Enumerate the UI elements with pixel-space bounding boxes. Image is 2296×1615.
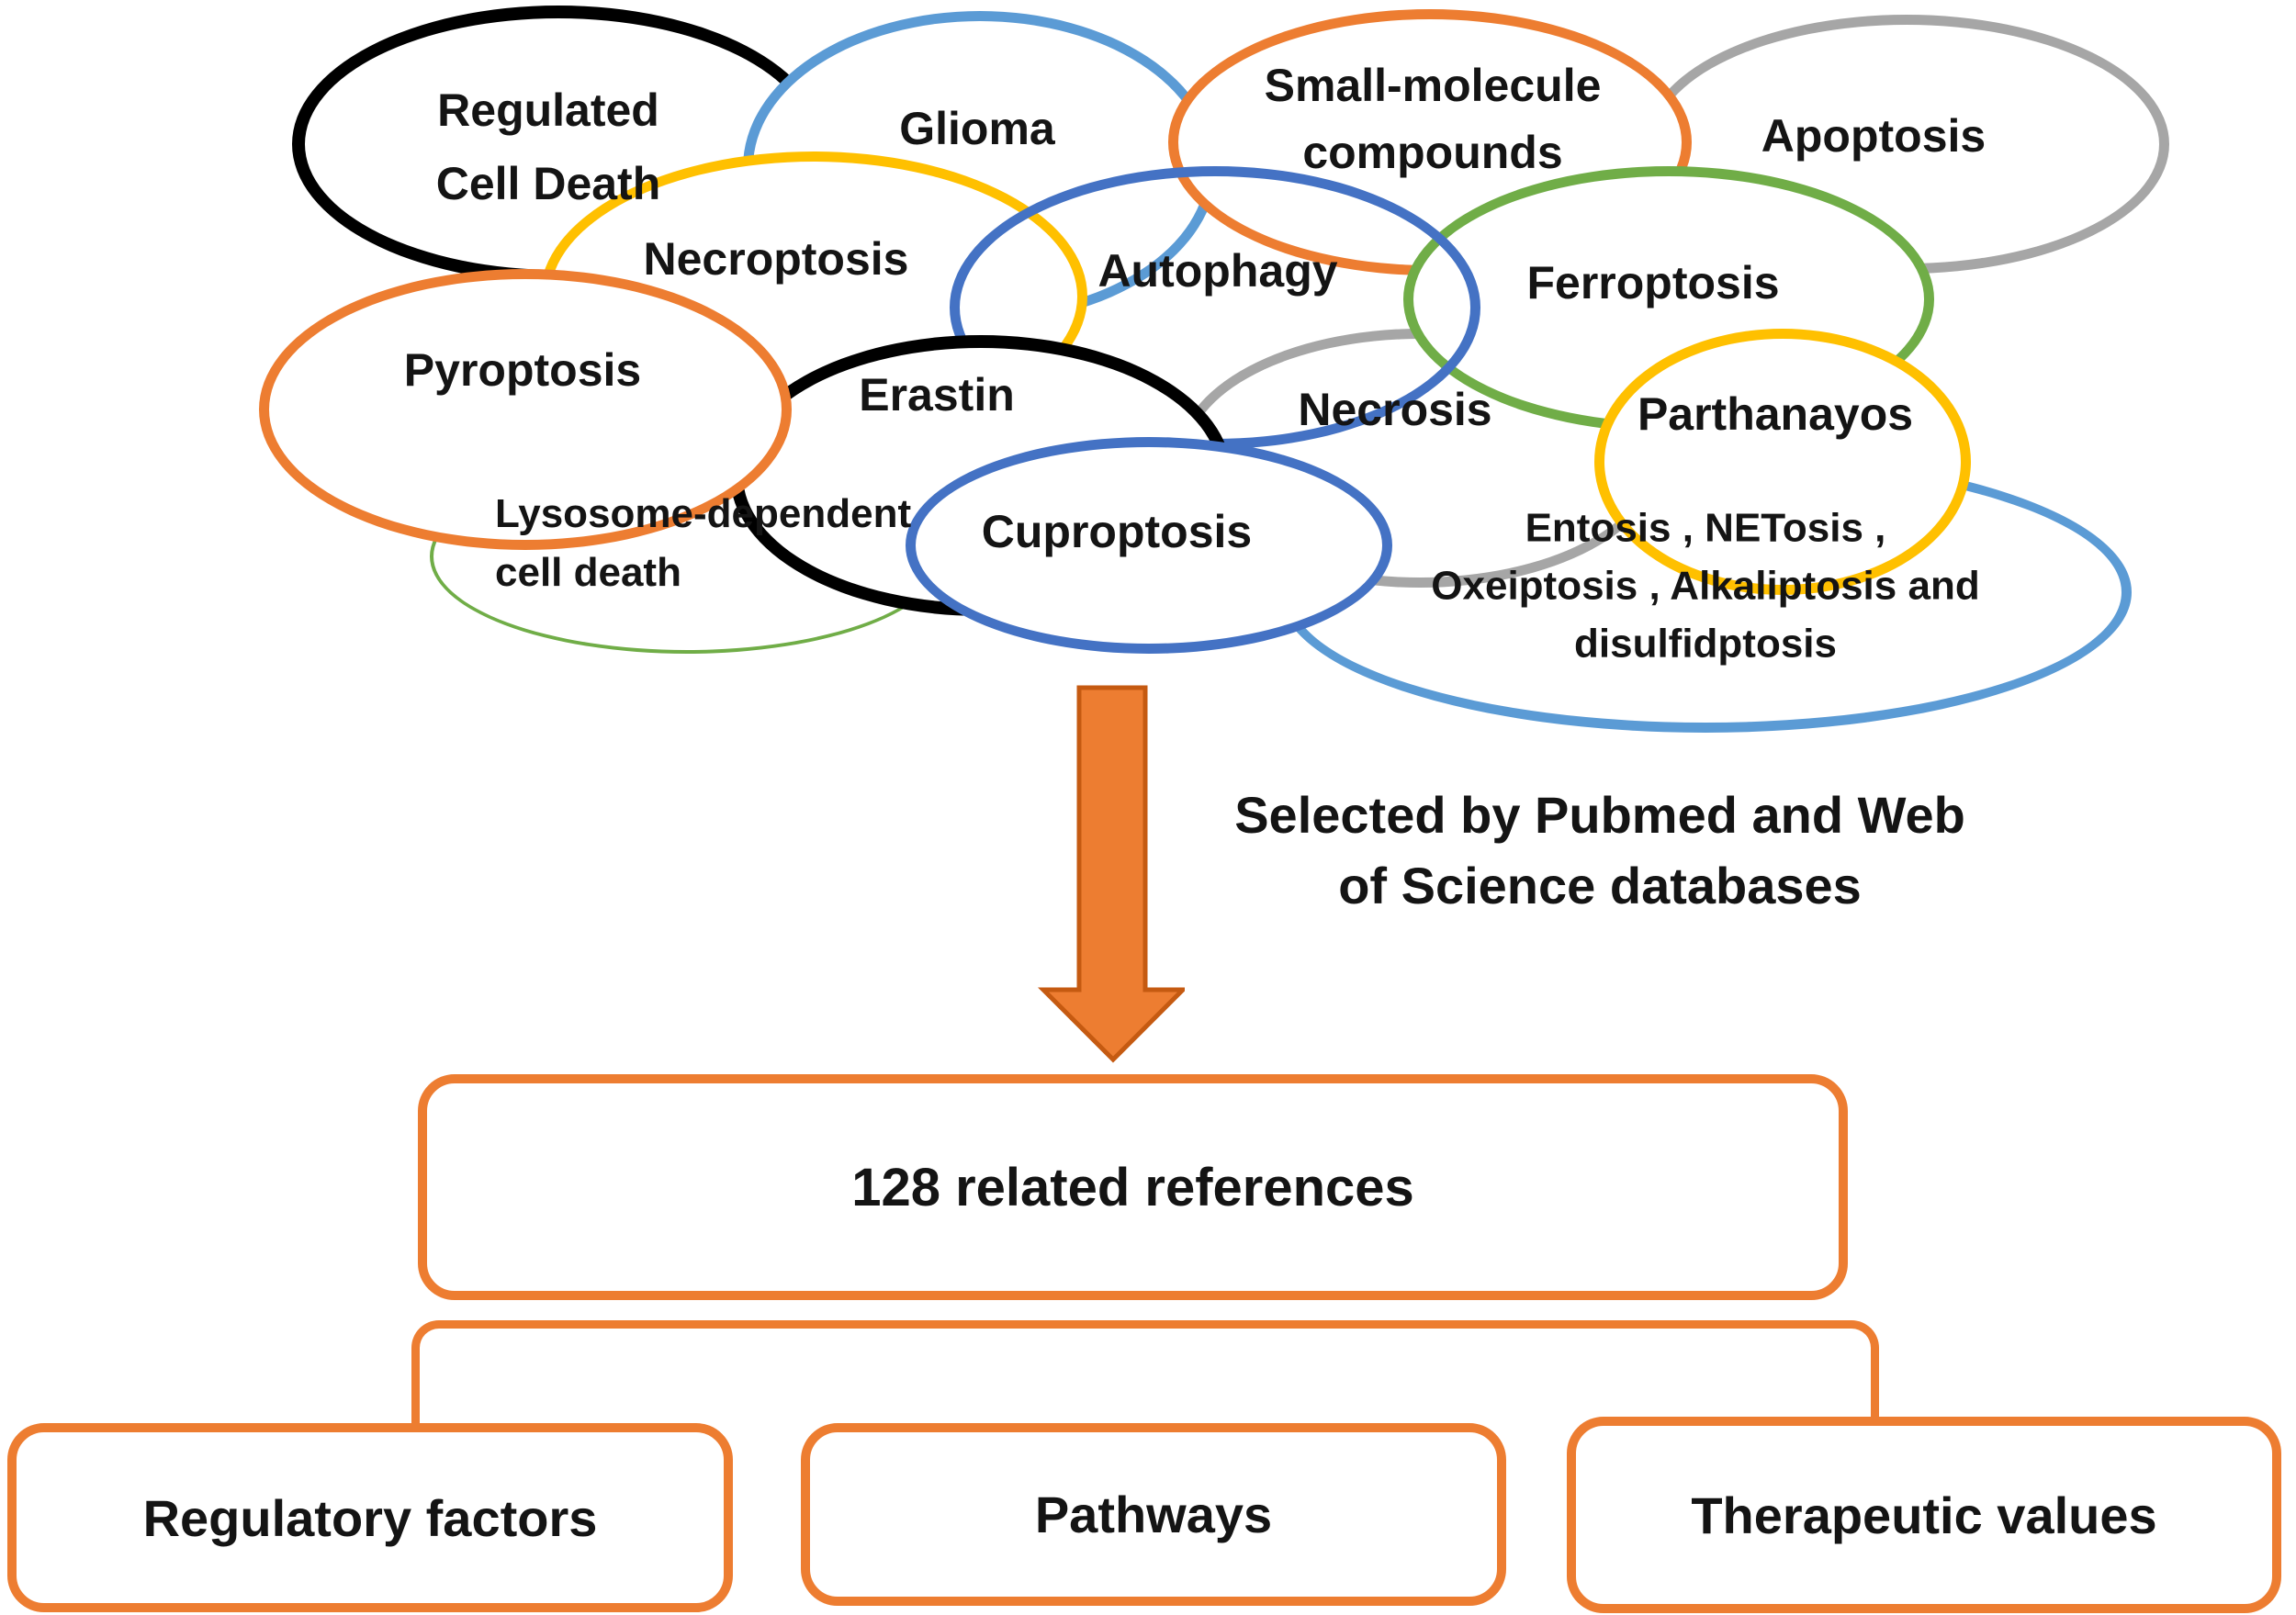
ellipse-cuproptosis (906, 437, 1392, 654)
selection-note: Selected by Pubmed and Web of Science da… (1234, 786, 1965, 914)
down-arrow-icon (1038, 685, 1185, 1063)
label-autophagy: Autophagy (1097, 244, 1338, 297)
label-cuproptosis: Cuproptosis (981, 505, 1253, 557)
category-box-regulatory-factors: Regulatory factors (7, 1423, 733, 1612)
label-necrosis: Necrosis (1298, 383, 1492, 435)
label-glioma: Glioma (899, 102, 1055, 154)
category-label-pathways: Pathways (1034, 1486, 1273, 1543)
references-box-label: 128 related references (851, 1157, 1414, 1217)
category-box-therapeutic-values: Therapeutic values (1567, 1417, 2281, 1613)
down-arrow-shape (1038, 685, 1185, 1063)
label-lysosome-dependent-cell-death: Lysosome-dependent cell death (495, 491, 912, 595)
category-box-pathways: Pathways (801, 1423, 1506, 1606)
label-necroptosis: Necroptosis (643, 232, 909, 285)
branch-bracket-connector (411, 1320, 1879, 1441)
label-erastin: Erastin (859, 368, 1015, 421)
label-pyroptosis: Pyroptosis (403, 343, 642, 396)
label-entosis-netosis-others: Entosis , NETosis , Oxeiptosis , Alkalip… (1431, 505, 1980, 667)
label-parthanayos: Parthanayos (1637, 387, 1914, 440)
label-regulated-cell-death: Regulated Cell Death (435, 84, 661, 209)
category-label-therapeutic-values: Therapeutic values (1691, 1486, 2157, 1544)
ellipse-parthanayos (1594, 329, 1971, 595)
ellipse-pyroptosis (259, 269, 792, 550)
label-small-molecule-compounds: Small-molecule compounds (1264, 60, 1602, 178)
references-box: 128 related references (418, 1074, 1848, 1300)
category-label-regulatory-factors: Regulatory factors (142, 1488, 598, 1547)
label-apoptosis: Apoptosis (1761, 109, 1986, 162)
label-ferroptosis: Ferroptosis (1526, 256, 1780, 308)
